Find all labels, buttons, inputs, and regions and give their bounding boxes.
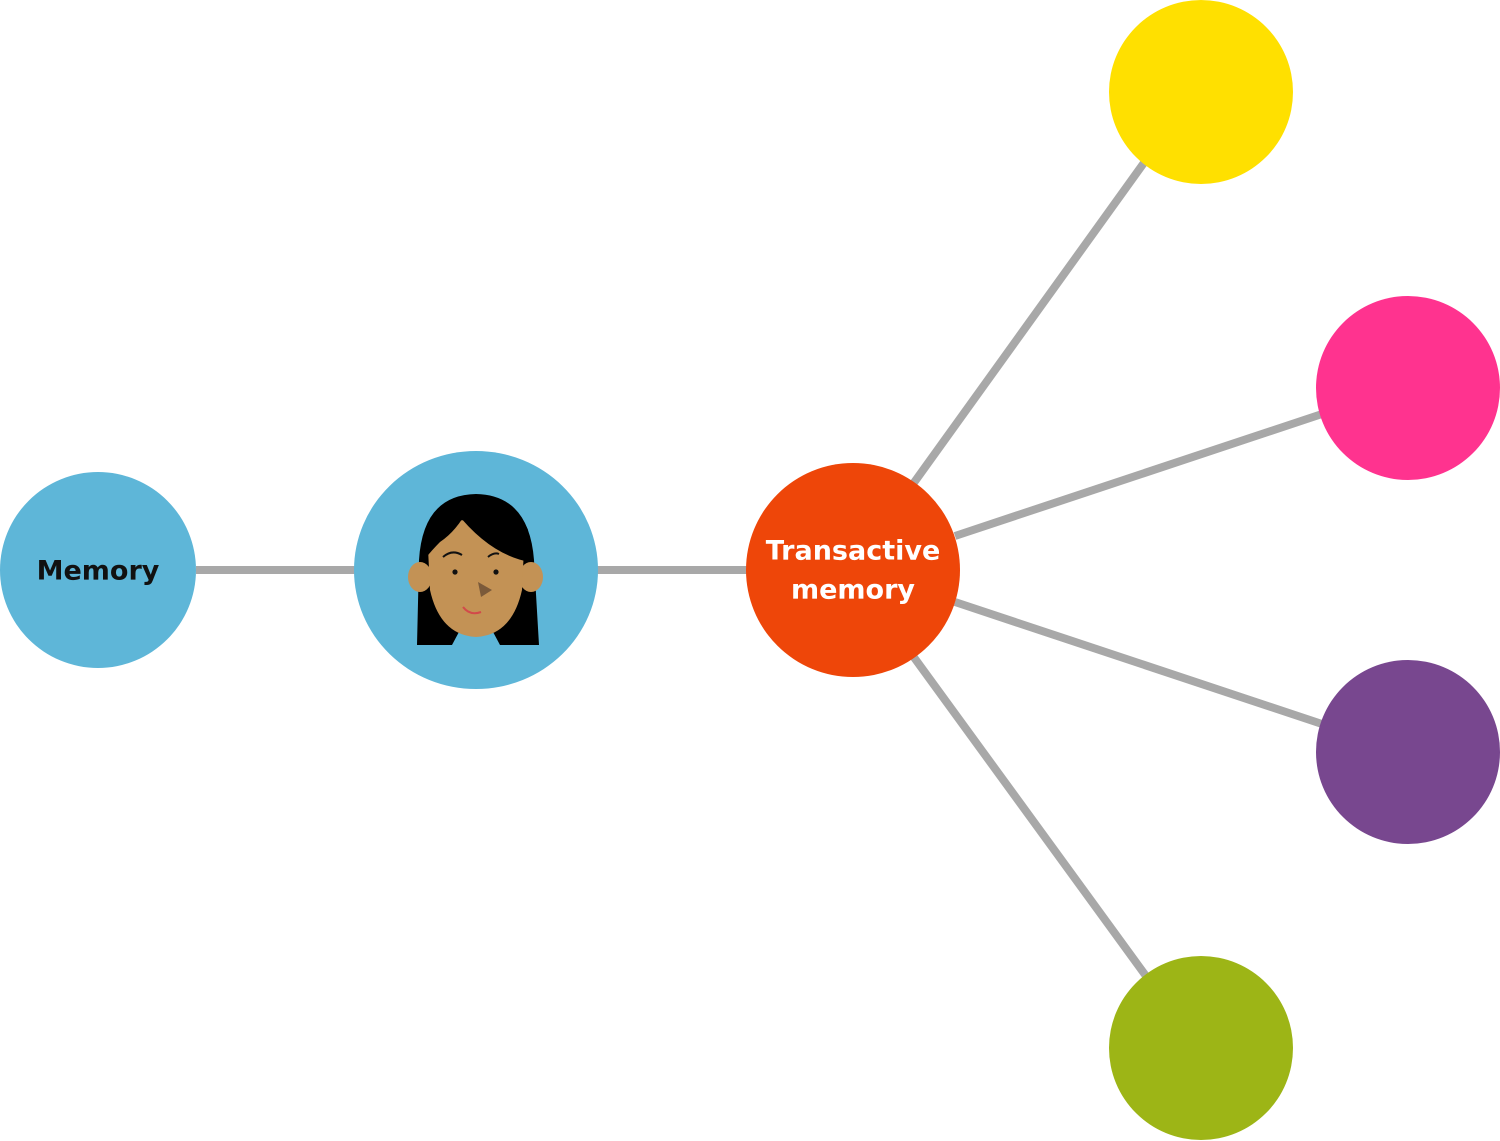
memory-node: Memory (0, 472, 196, 668)
edge-transactive-pink (953, 410, 1324, 540)
memory-circle (0, 472, 196, 668)
woman-face-icon (408, 494, 543, 645)
outer-node-pink (1316, 296, 1500, 480)
memory-label: Memory (37, 556, 160, 587)
outer-node-yellow (1109, 0, 1293, 184)
outer-node-purple (1316, 660, 1500, 844)
outer-node-green (1109, 956, 1293, 1140)
outer-nodes (1109, 0, 1500, 1140)
transactive-memory-circle (746, 463, 960, 677)
edge-transactive-green (909, 653, 1150, 979)
edge-transactive-yellow (909, 157, 1150, 487)
transactive-label-line1: Transactive (766, 536, 941, 567)
edges (196, 157, 1324, 979)
edge-transactive-purple (953, 598, 1324, 728)
person-node (354, 451, 598, 689)
transactive-memory-node: Transactive memory (746, 463, 960, 677)
transactive-label-line2: memory (791, 575, 915, 606)
